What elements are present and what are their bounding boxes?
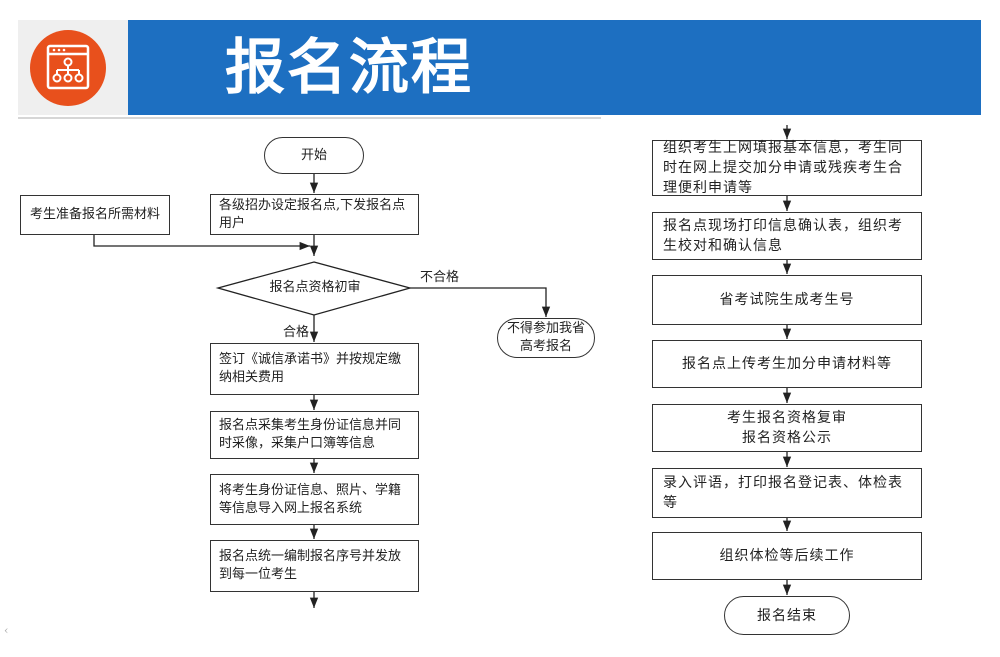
corner-mark: ‹ [4,624,9,637]
step-set-registration-points: 各级招办设定报名点,下发报名点用户 [210,194,419,235]
page-title: 报名流程 [225,33,473,103]
step-print-confirmation: 报名点现场打印信息确认表，组织考生校对和确认信息 [652,212,922,260]
step-import-info: 将考生身份证信息、照片、学籍等信息导入网上报名系统 [210,474,419,525]
header-divider [18,117,601,119]
step-sign-pledge: 签订《诚信承诺书》并按规定缴纳相关费用 [210,343,419,395]
step-online-registration: 组织考生上网填报基本信息，考生同时在网上提交加分申请或残疾考生合理便利申请等 [652,140,922,196]
step-medical-exam: 组织体检等后续工作 [652,532,922,580]
step-issue-serial-number: 报名点统一编制报名序号并发放到每一位考生 [210,540,419,592]
end-terminal: 报名结束 [724,596,850,635]
flowchart-icon [30,30,106,106]
fail-result-terminal: 不得参加我省高考报名 [497,318,595,358]
step-qualification-review: 考生报名资格复审 报名资格公示 [652,404,922,452]
header-bar [128,20,981,115]
decision-initial-review: 报名点资格初审 [269,280,361,295]
start-terminal: 开始 [264,137,364,174]
prep-materials-box: 考生准备报名所需材料 [20,195,170,235]
fail-label: 不合格 [420,270,460,285]
step-generate-exam-number: 省考试院生成考生号 [652,275,922,325]
step-upload-bonus-materials: 报名点上传考生加分申请材料等 [652,340,922,388]
step-collect-id-info: 报名点采集考生身份证信息并同时采像，采集户口簿等信息 [210,411,419,459]
step-print-registration-form: 录入评语，打印报名登记表、体检表等 [652,468,922,518]
pass-label: 合格 [283,325,310,340]
